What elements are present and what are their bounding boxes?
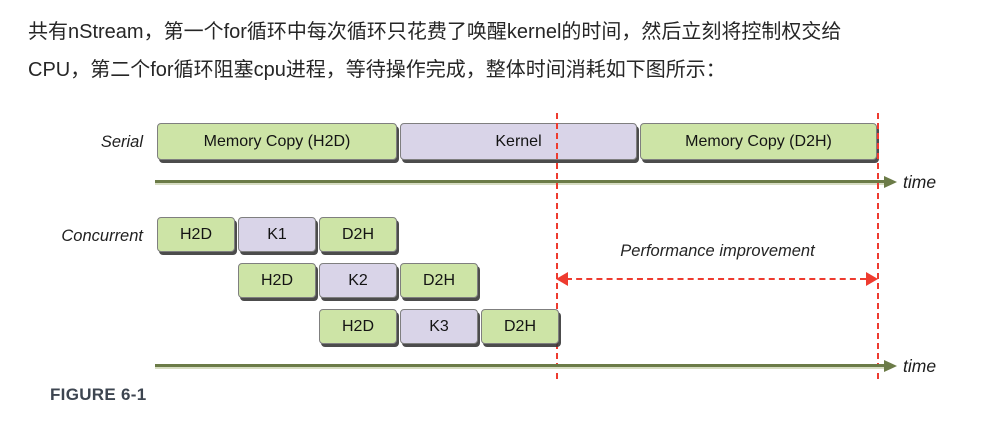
performance-arrow-right-head-icon [866, 272, 878, 286]
serial-time-axis-label: time [903, 172, 937, 192]
stream2-d2h-box: D2H [400, 263, 478, 298]
serial-row-label: Serial [100, 133, 143, 151]
stream3-h2d-box: H2D [319, 309, 397, 344]
total-end-marker-line [877, 113, 879, 379]
serial-box-memory-copy-h2d: Memory Copy (H2D) [157, 123, 397, 160]
stream2-h2d-box: H2D [238, 263, 316, 298]
intro-line-2: CPU，第二个for循环阻塞cpu进程，等待操作完成，整体时间消耗如下图所示： [28, 59, 726, 81]
serial-time-axis-arrowhead-icon [884, 175, 897, 188]
performance-arrow-left-head-icon [556, 272, 568, 286]
stream3-d2h-box: D2H [481, 309, 559, 344]
serial-box-kernel: Kernel [400, 123, 637, 160]
serial-time-axis-line [155, 180, 884, 183]
performance-improvement-label: Performance improvement [620, 242, 815, 260]
concurrent-time-axis-line [155, 364, 884, 367]
stream1-d2h-box: D2H [319, 217, 397, 252]
intro-line-1: 共有nStream，第一个for循环中每次循环只花费了唤醒kernel的时间，然… [28, 21, 842, 43]
stream3-kernel-box: K3 [400, 309, 478, 344]
performance-improvement-arrow [566, 278, 866, 280]
concurrent-row-label: Concurrent [61, 227, 143, 245]
serial-end-marker-line [556, 113, 558, 379]
figure-caption: FIGURE 6-1 [50, 385, 147, 404]
stream1-h2d-box: H2D [157, 217, 235, 252]
stream2-kernel-box: K2 [319, 263, 397, 298]
serial-box-memory-copy-d2h: Memory Copy (D2H) [640, 123, 877, 160]
stream1-kernel-box: K1 [238, 217, 316, 252]
concurrent-time-axis-label: time [903, 356, 937, 376]
intro-paragraph: 共有nStream，第一个for循环中每次循环只花费了唤醒kernel的时间，然… [28, 13, 988, 89]
concurrent-time-axis-arrowhead-icon [884, 359, 897, 372]
